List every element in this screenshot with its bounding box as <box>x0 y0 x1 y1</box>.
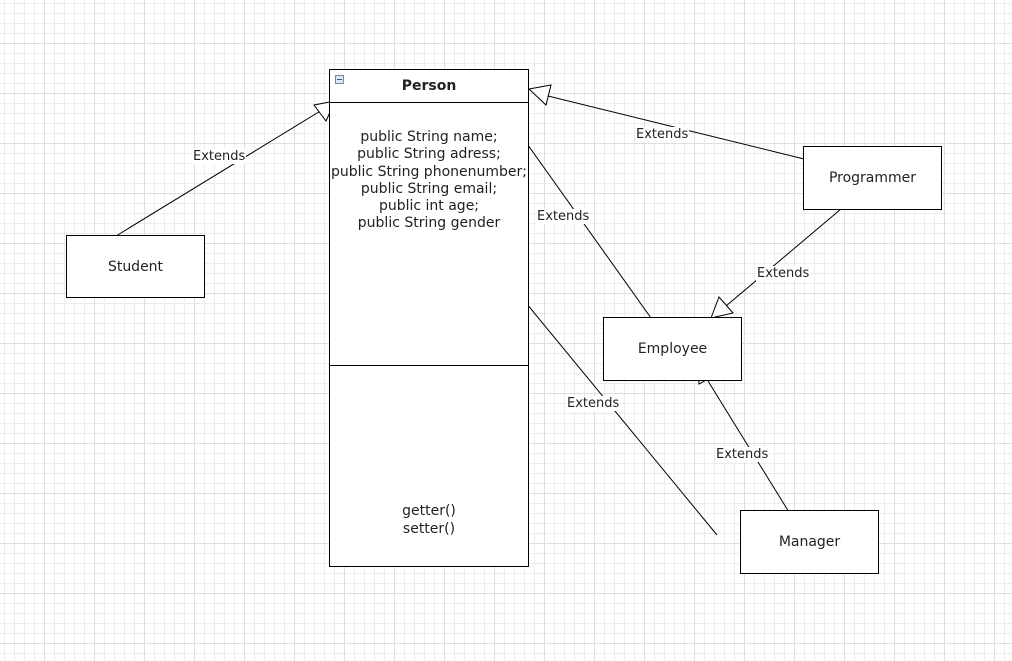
method-getter: getter() <box>402 503 456 519</box>
attribute-adress: public String adress; <box>357 146 501 163</box>
class-manager-label: Manager <box>778 534 841 550</box>
class-person-title: Person <box>401 78 457 94</box>
class-person-methods[interactable]: getter() setter() <box>330 366 528 566</box>
class-person-attributes[interactable]: public String name; public String adress… <box>330 103 528 366</box>
class-programmer-label: Programmer <box>828 170 917 186</box>
attribute-gender: public String gender <box>357 215 501 232</box>
edge-label-manager-person[interactable]: Extends <box>566 396 621 411</box>
class-student[interactable]: Student <box>66 235 205 298</box>
edge-student-person[interactable] <box>115 100 336 237</box>
edge-label-programmer-person[interactable]: Extends <box>635 127 690 142</box>
attribute-age: public int age; <box>378 198 480 215</box>
edge-programmer-employee[interactable] <box>710 208 842 319</box>
class-person-header[interactable]: Person <box>330 70 528 103</box>
attribute-phonenumber: public String phonenumber; <box>331 163 527 180</box>
edge-label-employee-person[interactable]: Extends <box>536 209 591 224</box>
class-student-label: Student <box>107 258 164 275</box>
inheritance-arrowhead-icon <box>710 296 734 319</box>
class-manager[interactable]: Manager <box>740 510 879 574</box>
class-programmer[interactable]: Programmer <box>803 146 942 210</box>
edge-label-student-person[interactable]: Extends <box>192 149 247 164</box>
class-person[interactable]: Person public String name; public String… <box>329 69 529 567</box>
inheritance-arrowhead-icon <box>527 84 552 106</box>
attribute-email: public String email; <box>360 180 498 197</box>
edge-label-manager-employee[interactable]: Extends <box>715 447 770 462</box>
edge-label-programmer-employee[interactable]: Extends <box>756 266 811 281</box>
class-employee[interactable]: Employee <box>603 317 742 381</box>
edge-programmer-person[interactable] <box>527 84 805 160</box>
attribute-name: public String name; <box>360 129 498 145</box>
method-setter: setter() <box>402 521 456 537</box>
class-employee-label: Employee <box>637 341 708 357</box>
collapse-icon[interactable] <box>335 75 344 84</box>
